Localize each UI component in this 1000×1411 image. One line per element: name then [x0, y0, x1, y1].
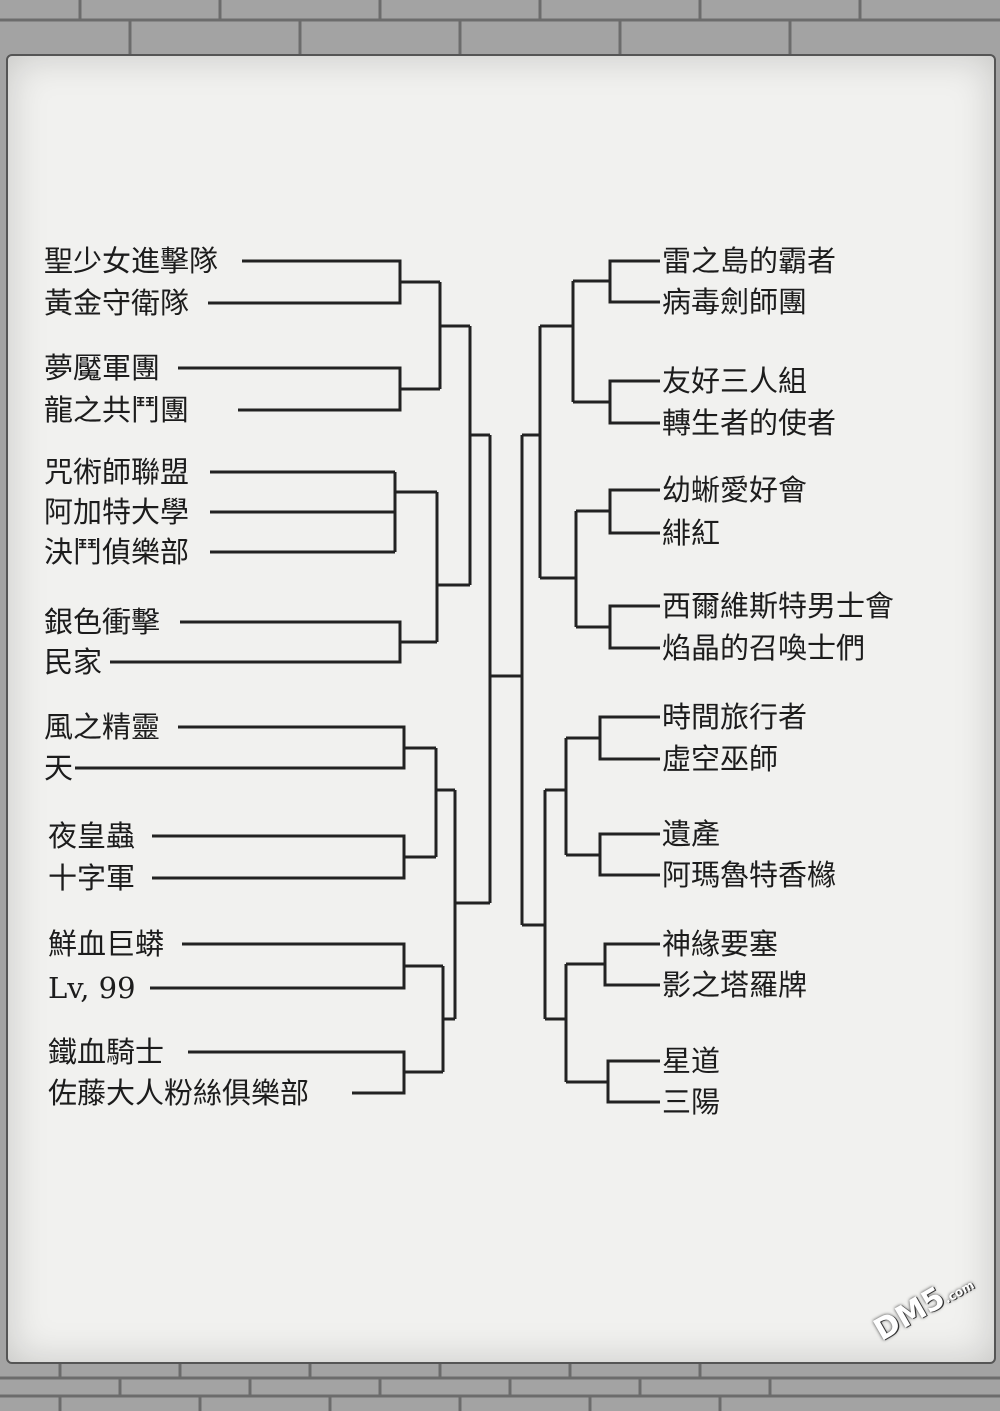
team-name: 雷之島的霸者 [662, 244, 837, 278]
bracket-line [598, 715, 660, 761]
team-name: 三陽 [662, 1085, 721, 1119]
team-name: 阿加特大學 [44, 495, 190, 529]
team-name: 夢魘軍團 [44, 351, 161, 385]
team-name: 決鬥偵樂部 [44, 535, 190, 569]
team-name: 鮮血巨蟒 [48, 927, 165, 961]
bracket-line [603, 942, 660, 987]
team-name: 神緣要塞 [662, 927, 779, 961]
team-name: 聖少女進擊隊 [44, 244, 219, 278]
bracket-line [606, 1059, 660, 1104]
bracket-line [152, 834, 406, 880]
team-name: 風之精靈 [44, 710, 161, 744]
bracket-line [608, 488, 660, 535]
bracket-line [208, 259, 402, 305]
bracket-line [608, 379, 660, 425]
team-name: 夜皇蟲 [48, 819, 136, 853]
team-name: 緋紅 [662, 516, 721, 550]
team-name: 病毒劍師團 [662, 285, 808, 319]
team-name: 西爾維斯特男士會 [662, 589, 895, 623]
team-name: 焰晶的召喚士們 [662, 631, 866, 665]
team-name: 銀色衝擊 [44, 605, 161, 639]
team-name: Lv, 99 [48, 971, 136, 1005]
team-name: 龍之共鬥團 [44, 393, 190, 427]
team-name: 天 [44, 751, 74, 785]
bracket-line [608, 259, 660, 304]
team-name: 轉生者的使者 [662, 406, 837, 440]
bracket-line [178, 366, 402, 412]
team-name: 友好三人組 [662, 364, 808, 398]
team-name: 十字軍 [48, 861, 136, 895]
team-name: 佐藤大人粉絲俱樂部 [48, 1076, 310, 1110]
team-name: 阿瑪魯特香櫞 [662, 858, 837, 892]
team-name: 遺產 [662, 817, 721, 851]
team-name: 幼蜥愛好會 [662, 473, 808, 507]
bracket-line [598, 832, 660, 877]
bracket-line [608, 604, 660, 650]
team-name: 影之塔羅牌 [662, 968, 808, 1002]
team-name: 星道 [662, 1044, 721, 1078]
parchment-panel [6, 54, 996, 1364]
team-name: 民家 [44, 645, 103, 679]
team-name: 鐵血騎士 [48, 1035, 165, 1069]
team-name: 咒術師聯盟 [44, 455, 190, 489]
team-name: 時間旅行者 [662, 700, 808, 734]
bracket-line [150, 942, 406, 990]
team-name: 黃金守衛隊 [44, 286, 190, 320]
team-name: 虛空巫師 [662, 742, 779, 776]
